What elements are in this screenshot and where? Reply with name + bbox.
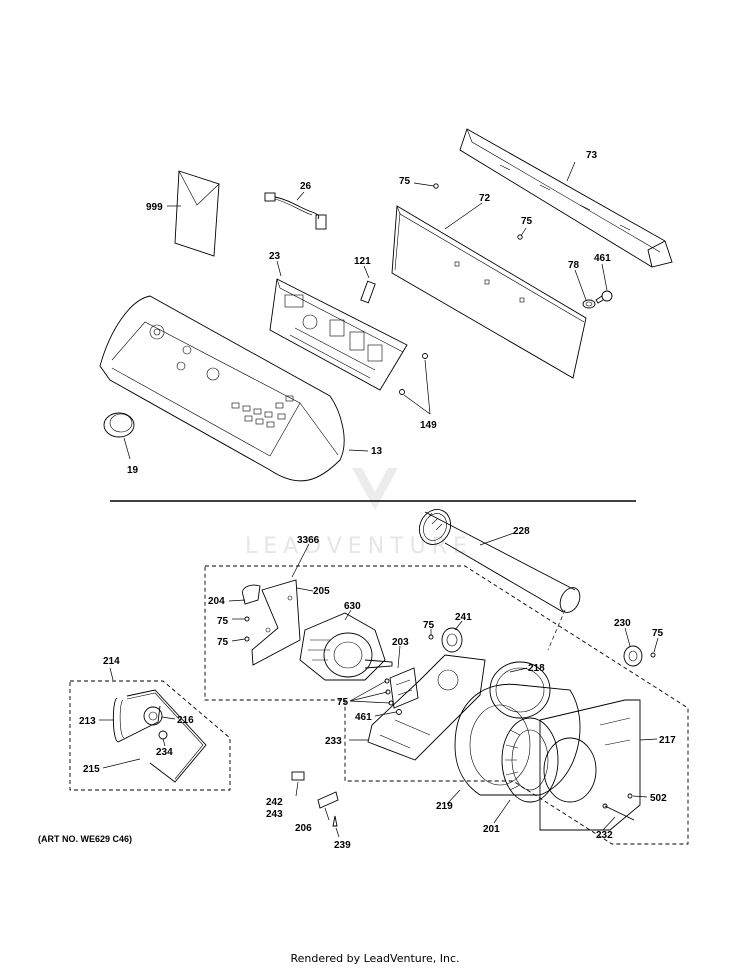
part-envelope-999 [174,170,220,257]
callout-999: 999 [146,202,163,213]
watermark-text: LEADVENTURE [245,534,473,559]
part-blower-wheel-201 [501,717,559,803]
upper-leader-lines [123,161,608,460]
callout-228: 228 [513,526,530,537]
part-screw-239 [332,815,338,827]
callout-232: 232 [596,830,613,841]
part-thermistor-206 [317,791,339,809]
callout-75-241: 75 [423,620,435,631]
part-bearing-241 [441,627,463,653]
footer-credit: Rendered by LeadVenture, Inc. [290,952,460,965]
callout-461-upper: 461 [594,253,611,264]
part-control-board-23 [269,278,408,391]
callout-213: 213 [79,716,96,727]
callout-75-bracket-b: 75 [217,637,229,648]
callout-241: 241 [455,612,472,623]
callout-502: 502 [650,793,667,804]
part-housing-219 [454,683,581,796]
part-bracket-205 [251,579,301,666]
part-sensor-242-243 [291,771,305,781]
part-screw-75-upper-b [517,234,523,240]
part-belt-215 [126,689,207,783]
part-pulley-216 [143,706,163,726]
part-motor-mount-233 [367,654,486,761]
callout-630: 630 [344,601,361,612]
callout-19: 19 [127,465,139,476]
callout-239: 239 [334,840,351,851]
callout-13: 13 [371,446,383,457]
callout-214: 214 [103,656,120,667]
part-harness-26 [264,192,327,230]
callout-215: 215 [83,764,100,775]
callout-75-bracket-a: 75 [217,616,229,627]
callout-201: 201 [483,824,500,835]
assembly-boundary-214 [69,680,231,791]
art-number: (ART NO. WE629 C46) [38,834,132,844]
part-ring-78 [582,299,596,309]
part-clip-149 [399,353,428,395]
lower-leader-lines [99,532,659,838]
part-pulley-234 [158,730,168,740]
part-knob-19 [103,412,135,438]
watermark: LEADVENTURE [245,468,473,559]
part-top-cover-73 [459,128,673,268]
part-switch-203 [389,667,419,709]
part-blower-housing-217 [539,699,641,831]
callout-75-upper-a: 75 [399,176,411,187]
callout-3366: 3366 [297,535,320,546]
callout-78: 78 [568,260,580,271]
callout-149: 149 [420,420,437,431]
callout-206: 206 [295,823,312,834]
part-duct-228 [418,509,581,613]
part-knob-461-upper [595,290,613,304]
callout-217: 217 [659,735,676,746]
part-screw-75-241 [428,634,434,640]
callout-73: 73 [586,150,598,161]
callout-216: 216 [177,715,194,726]
callout-218: 218 [528,663,545,674]
callout-461-lower: 461 [355,712,372,723]
callout-242: 242 [266,797,283,808]
part-bearing-230 [623,645,643,667]
callout-121: 121 [354,256,371,267]
callout-205: 205 [313,586,330,597]
callout-75-230: 75 [652,628,664,639]
callout-219: 219 [436,801,453,812]
callout-203: 203 [392,637,409,648]
part-screws-75-bracket [244,616,250,642]
part-rod-232 [602,803,635,821]
assembly-boundary-3366 [204,565,689,845]
callout-75-switch: 75 [337,697,349,708]
part-screw-75-upper-a [433,183,439,189]
callout-23: 23 [269,251,281,262]
callout-72: 72 [479,193,491,204]
part-knob-461-lower [396,709,402,715]
callout-243: 243 [266,809,283,820]
callout-230: 230 [614,618,631,629]
part-console-13 [99,295,345,482]
callout-234: 234 [156,747,173,758]
part-bracket-204 [242,584,261,605]
part-screw-75-230 [650,652,656,658]
part-121 [360,280,376,304]
part-screw-502 [627,793,633,799]
part-motor-630 [299,612,393,681]
part-back-panel-72 [391,205,587,379]
callout-233: 233 [325,736,342,747]
duct-to-blower-dash [547,609,566,651]
part-seal-218 [489,661,551,719]
callout-204: 204 [208,596,225,607]
callout-75-upper-b: 75 [521,216,533,227]
callout-26: 26 [300,181,312,192]
